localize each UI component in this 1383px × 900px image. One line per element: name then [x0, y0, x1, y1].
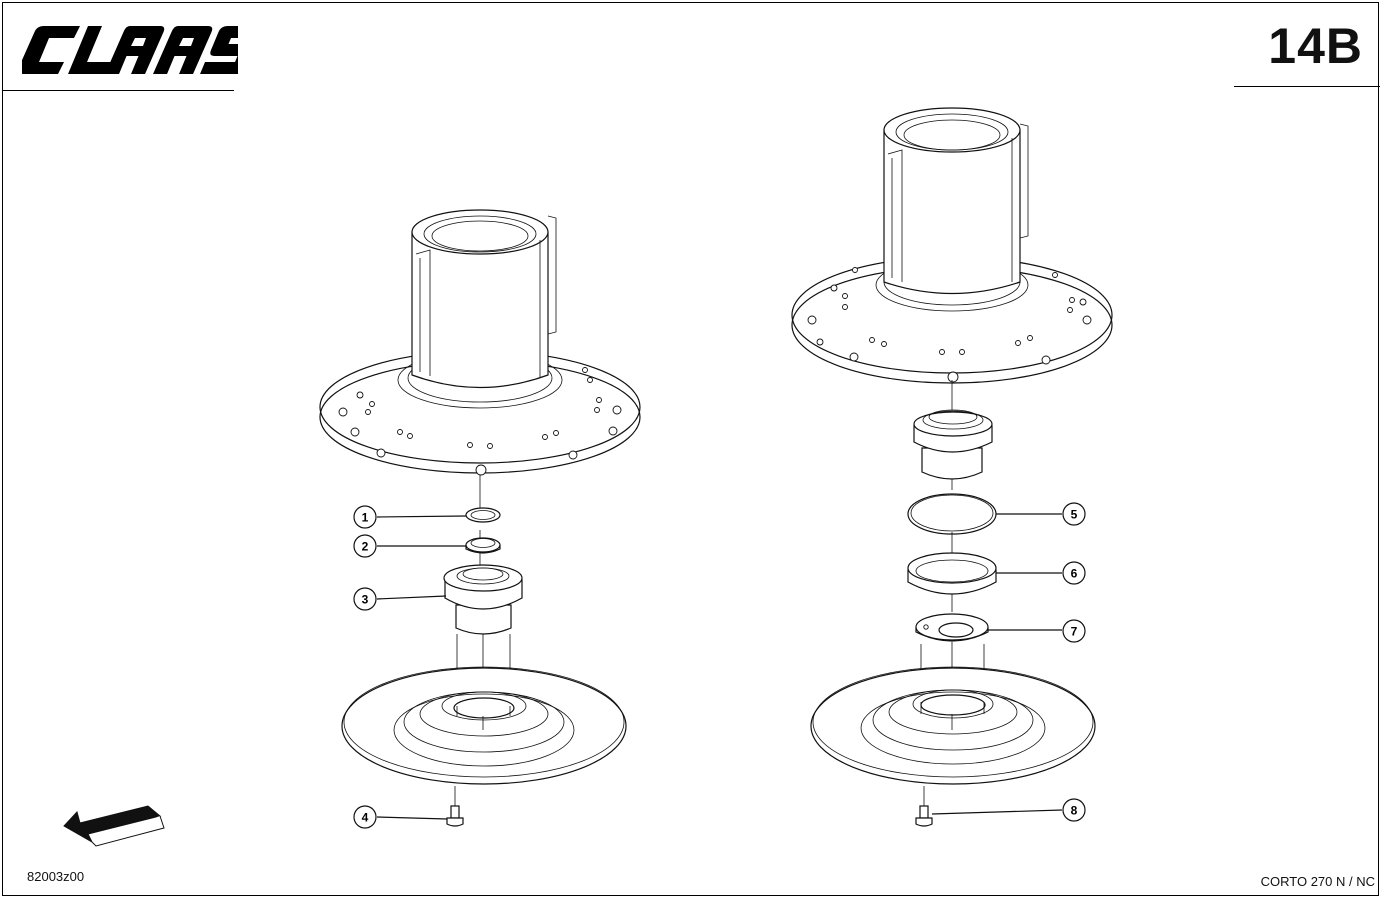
callout-6: 6 — [1062, 561, 1086, 585]
callout-1: 1 — [353, 505, 377, 529]
claas-logo — [22, 26, 238, 74]
callout-6-label: 6 — [1071, 567, 1078, 581]
left-hub-flange — [319, 350, 641, 476]
callout-7-label: 7 — [1071, 625, 1078, 639]
part-5-o-ring — [907, 493, 997, 535]
part-2-seal — [465, 537, 501, 554]
callout-2-label: 2 — [362, 540, 369, 554]
part-3-bushing — [443, 564, 523, 635]
drawing-code: 82003z00 — [27, 869, 85, 884]
right-skid-disc — [810, 666, 1096, 785]
page-number: 14B — [1268, 18, 1363, 74]
callout-3-label: 3 — [362, 593, 369, 607]
part-6-seal-ring — [907, 552, 997, 595]
part-4-bolt — [446, 786, 464, 827]
callout-3: 3 — [353, 587, 377, 611]
callout-8-label: 8 — [1071, 804, 1078, 818]
header-rule-right — [1234, 86, 1380, 87]
model-label: CORTO 270 N / NC — [1260, 874, 1375, 889]
callout-7: 7 — [1062, 619, 1086, 643]
callout-4-label: 4 — [362, 811, 369, 825]
left-assembly — [319, 209, 641, 827]
part-1-ring — [465, 507, 501, 523]
callout-2: 2 — [353, 534, 377, 558]
arrow-down-left-icon — [63, 805, 165, 847]
part-8-bolt — [915, 786, 933, 827]
callout-1-label: 1 — [362, 511, 369, 525]
callout-8: 8 — [1062, 798, 1086, 822]
right-hub-tube — [883, 107, 1029, 295]
part-7-washer — [915, 613, 989, 642]
header-rule-left — [2, 90, 234, 91]
right-assembly — [791, 107, 1113, 827]
right-collar — [913, 409, 993, 480]
callout-4: 4 — [353, 805, 377, 829]
left-hub-tube — [411, 209, 557, 389]
callout-5-label: 5 — [1071, 508, 1078, 522]
left-skid-disc — [341, 666, 627, 785]
callout-5: 5 — [1062, 502, 1086, 526]
